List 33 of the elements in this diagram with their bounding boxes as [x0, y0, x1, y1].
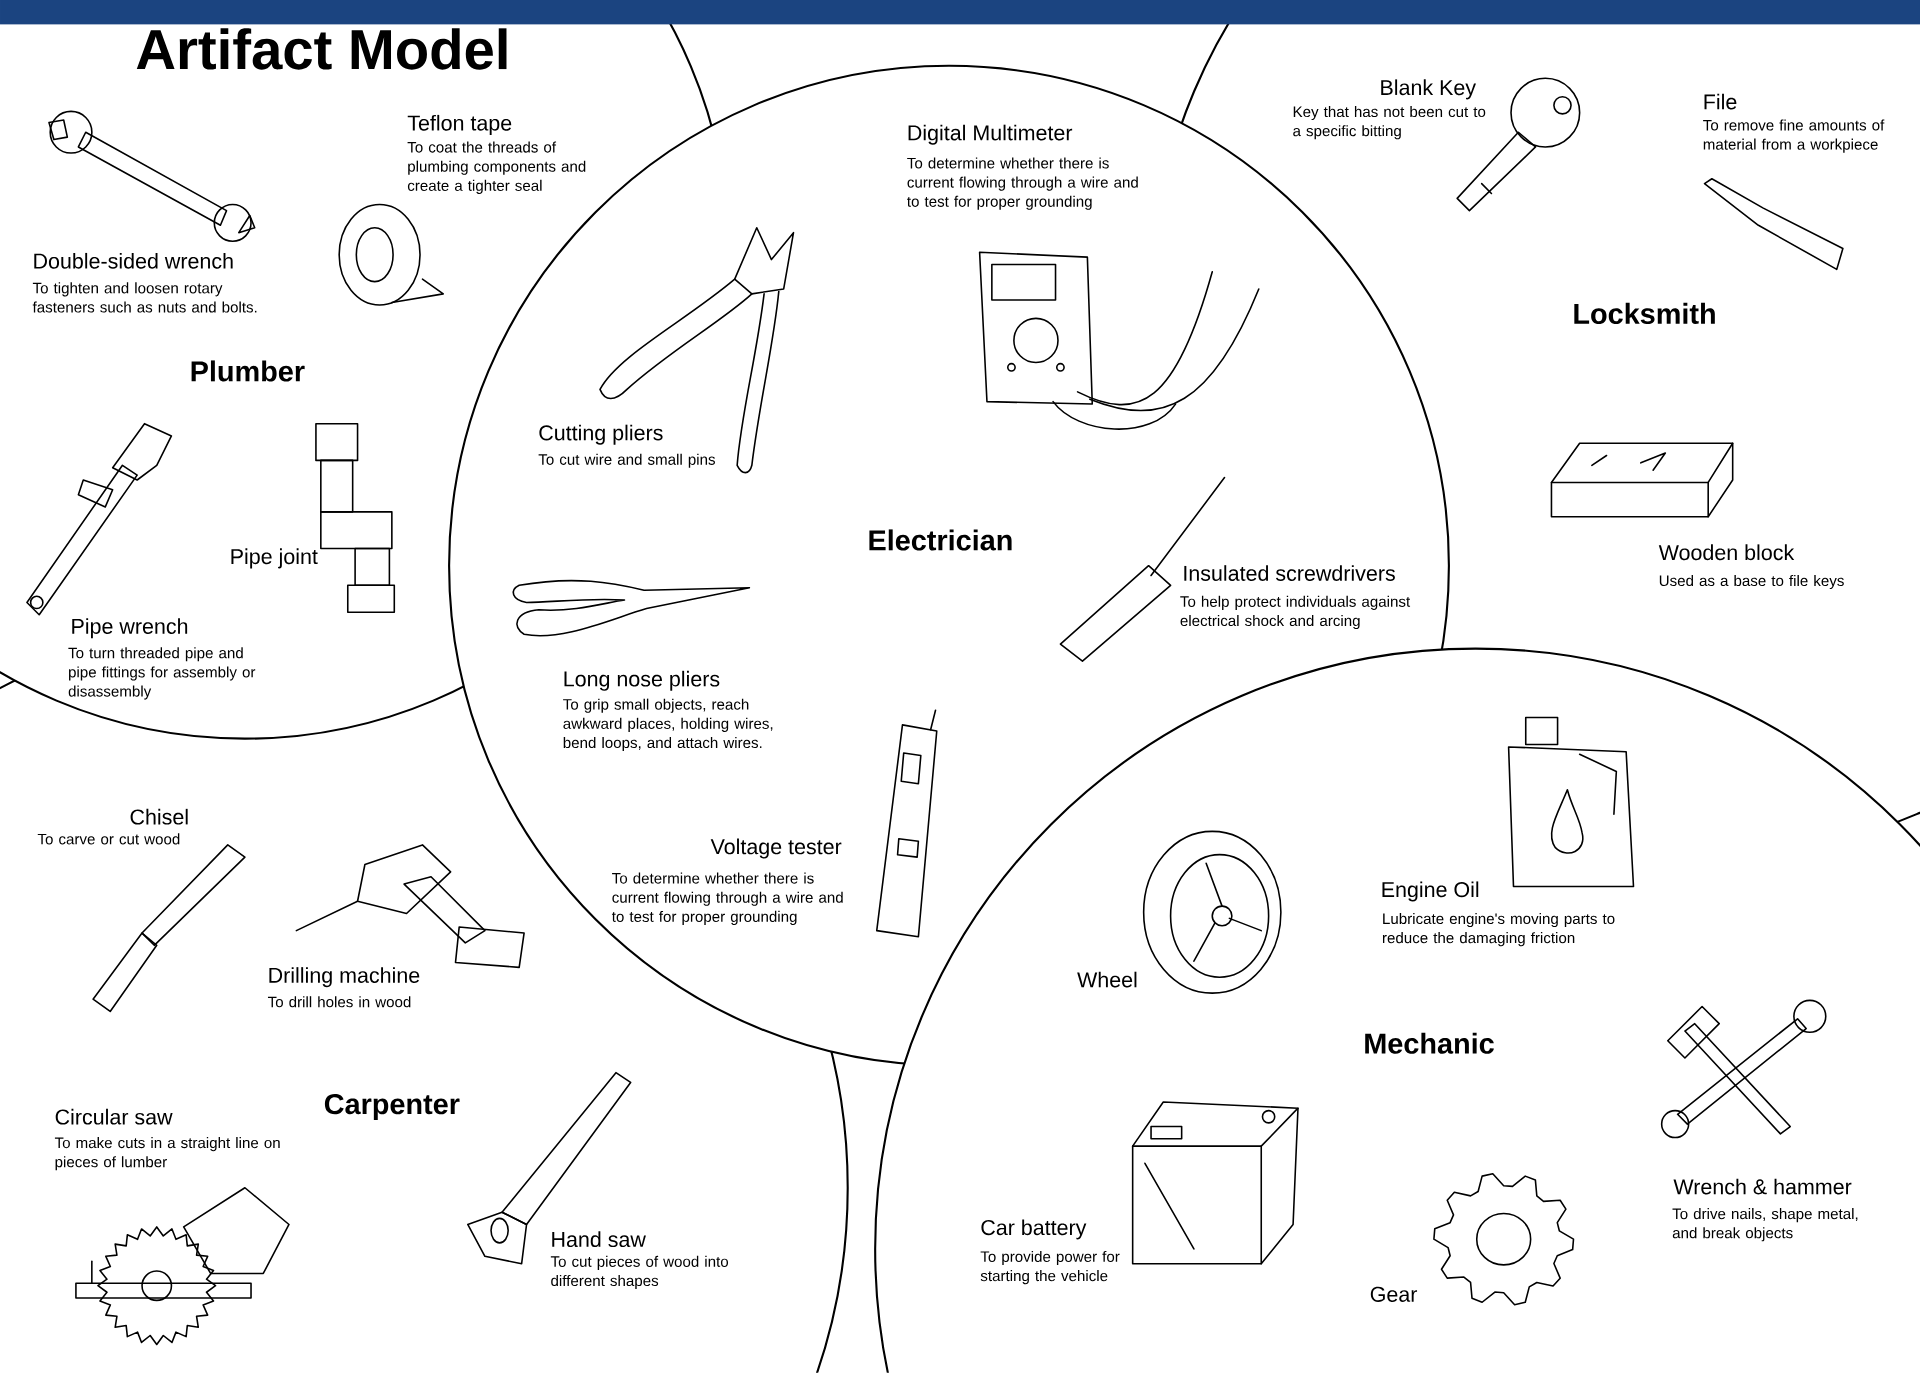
- tool-description: To make cuts in a straight line on pieces of lumber: [54, 1137, 280, 1171]
- tool-name: Insulated screwdrivers: [1184, 565, 1395, 582]
- tool-name: Chisel: [130, 809, 188, 825]
- tool-name: Pipe joint: [231, 548, 318, 569]
- tool-description: To drive nails, shape metal, and break objects: [1672, 1208, 1858, 1242]
- tool-name: Hand saw: [552, 1231, 646, 1248]
- tool-description: To help protect individuals against electrical shock and arcing: [1180, 595, 1411, 630]
- tool-name: Digital Multimeter: [908, 124, 1073, 145]
- tool-name: Voltage tester: [710, 838, 842, 859]
- tool-description: To tighten and loosen rotary fasteners such as nuts and bolts.: [32, 282, 257, 313]
- tool-name: Cutting pliers: [539, 424, 663, 445]
- tool-description: To determine whether there is current flowing through a wire and to test for proper grounding: [907, 157, 1138, 211]
- tool-description: To grip small objects, reach awkward places, holding wires, bend loops, and attach wires.: [563, 698, 773, 752]
- tool-name: File: [1704, 93, 1737, 110]
- tool-description: To provide power for starting the vehicle: [980, 1251, 1120, 1285]
- tool-name: Long nose pliers: [564, 671, 720, 691]
- tool-description: To carve or cut wood: [37, 833, 180, 845]
- tool-name: Car battery: [981, 1219, 1087, 1240]
- tool-description: To determine whether there is current flowing through a wire and to test for proper grounding: [611, 872, 843, 926]
- tool-description: To turn threaded pipe and pipe fittings for assembly or disassembly: [68, 647, 256, 700]
- tool-name: Wrench & hammer: [1673, 1178, 1852, 1195]
- tool-name: Double-sided wrench: [34, 253, 233, 269]
- tool-name: Wheel: [1077, 971, 1137, 988]
- tool-description: To remove fine amounts of material from a workpiece: [1703, 119, 1885, 153]
- tool-description: Used as a base to file keys: [1659, 575, 1844, 590]
- tool-name: Drilling machine: [269, 967, 420, 988]
- tool-description: To cut wire and small pins: [538, 453, 715, 469]
- tool-name: Gear: [1370, 1286, 1418, 1303]
- tool-description: To cut pieces of wood into different shapes: [550, 1255, 729, 1290]
- tool-name: Wooden block: [1658, 544, 1795, 561]
- tool-name: Circular saw: [55, 1109, 173, 1125]
- tool-name: Pipe wrench: [72, 618, 188, 639]
- tool-description: To drill holes in wood: [268, 996, 411, 1008]
